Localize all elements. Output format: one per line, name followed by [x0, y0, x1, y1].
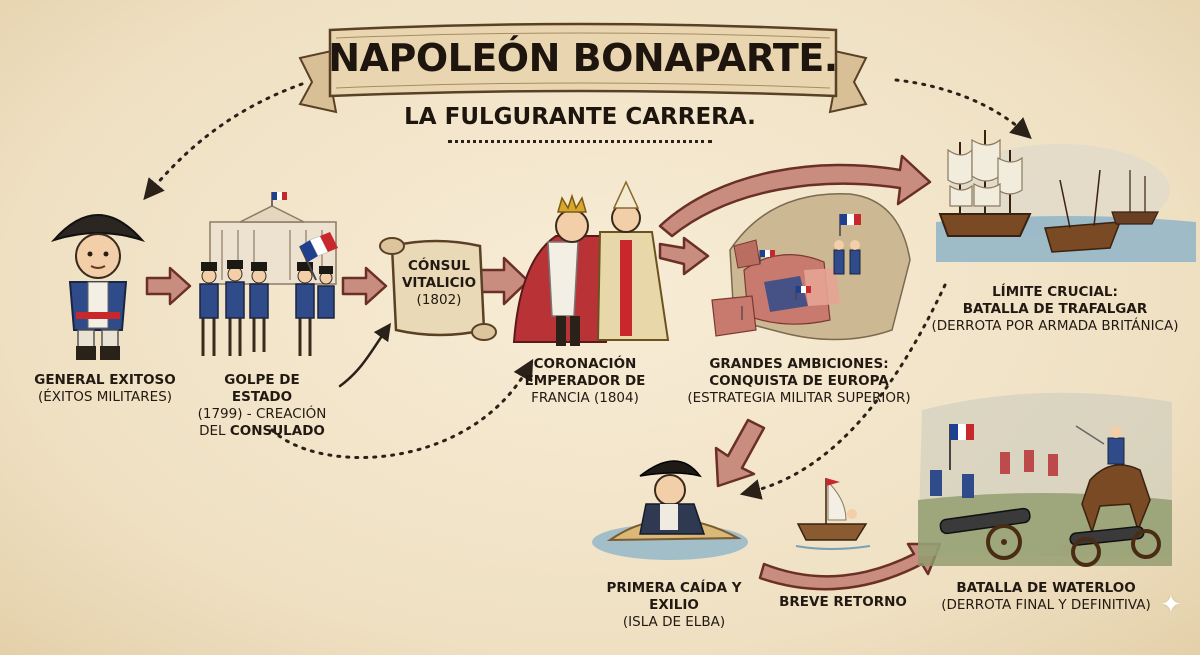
label-consul-line-1: CÓNSUL	[408, 258, 470, 274]
label-coronacion-line-1: CORONACIÓN	[533, 356, 637, 372]
europe-map	[711, 193, 911, 341]
dotted-arrow-banner-to-trafalgar	[894, 78, 1032, 140]
dotted-arrow-trafalgar-to-exilio	[739, 283, 947, 500]
arrow-golpe-to-consul	[341, 266, 388, 306]
label-golpe: GOLPE DE ESTADO (1799) - CREACIÓN DEL CO…	[192, 372, 332, 440]
label-exilio-title: PRIMERA CAÍDA Y EXILIO	[606, 580, 742, 613]
label-general-detail: (ÉXITOS MILITARES)	[37, 389, 173, 405]
dotted-arrow-golpe-to-coronacion	[270, 358, 534, 459]
label-golpe-detail-2: DEL CONSULADO	[192, 423, 332, 440]
label-trafalgar-detail: (DERROTA POR ARMADA BRITÁNICA)	[931, 318, 1179, 334]
coronation-illustration	[512, 180, 670, 346]
arrow-coronacion-to-trafalgar	[658, 154, 932, 238]
label-general: GENERAL EXITOSO (ÉXITOS MILITARES)	[30, 372, 180, 406]
curve-arrow-golpe-to-consul	[338, 322, 392, 388]
page-title: NAPOLEÓN BONAPARTE.	[328, 36, 838, 80]
label-coronacion: CORONACIÓN EMPERADOR DE FRANCIA (1804)	[520, 356, 650, 407]
label-trafalgar: LÍMITE CRUCIAL: BATALLA DE TRAFALGAR (DE…	[930, 284, 1180, 335]
label-ambiciones-line-1: GRANDES AMBICIONES:	[709, 356, 889, 372]
boat-illustration	[795, 478, 871, 550]
golpe-illustration	[199, 192, 338, 356]
general-illustration	[50, 214, 146, 360]
label-golpe-detail-2-bold: CONSULADO	[229, 423, 325, 439]
consul-scroll	[379, 237, 497, 341]
page-subtitle: LA FULGURANTE CARRERA.	[404, 104, 756, 130]
label-consul-line-3: (1802)	[416, 292, 462, 308]
label-waterloo: BATALLA DE WATERLOO (DERROTA FINAL Y DEF…	[936, 580, 1156, 614]
arrow-coronacion-to-ambiciones	[658, 236, 710, 276]
label-ambiciones-detail: (ESTRATEGIA MILITAR SUPERIOR)	[687, 390, 911, 406]
label-consul: CÓNSUL VITALICIO (1802)	[396, 258, 482, 309]
label-exilio-detail: (ISLA DE ELBA)	[622, 614, 726, 630]
label-waterloo-title: BATALLA DE WATERLOO	[956, 580, 1136, 596]
title-banner	[298, 22, 868, 114]
label-exilio: PRIMERA CAÍDA Y EXILIO (ISLA DE ELBA)	[584, 580, 764, 631]
label-golpe-detail-1: (1799) - CREACIÓN	[197, 406, 327, 422]
arrow-general-to-golpe	[145, 266, 192, 306]
label-coronacion-line-3: FRANCIA (1804)	[531, 390, 639, 406]
arrow-exilio-to-waterloo	[758, 542, 942, 591]
trafalgar-illustration	[936, 130, 1196, 262]
label-retorno-title: BREVE RETORNO	[779, 594, 907, 610]
sparkle-icon: ✦	[1160, 590, 1182, 620]
label-coronacion-line-2: EMPERADOR DE	[524, 373, 646, 389]
dotted-connectors	[143, 78, 1032, 500]
label-golpe-detail-2-prefix: DEL	[199, 423, 230, 439]
label-consul-line-2: VITALICIO	[401, 275, 477, 291]
subtitle-underline	[448, 140, 712, 143]
flow-arrows	[145, 154, 942, 591]
label-golpe-title: GOLPE DE ESTADO	[224, 372, 300, 405]
label-trafalgar-line-2: BATALLA DE TRAFALGAR	[962, 301, 1148, 317]
dotted-arrow-banner-to-general	[143, 82, 304, 201]
label-general-title: GENERAL EXITOSO	[34, 372, 176, 388]
label-ambiciones-line-2: CONQUISTA DE EUROPA	[709, 373, 889, 389]
label-retorno: BREVE RETORNO	[778, 594, 908, 611]
label-trafalgar-line-1: LÍMITE CRUCIAL:	[992, 284, 1118, 300]
arrow-ambiciones-to-exilio	[714, 418, 766, 488]
waterloo-illustration	[918, 392, 1172, 567]
label-ambiciones: GRANDES AMBICIONES: CONQUISTA DE EUROPA …	[684, 356, 914, 407]
exilio-illustration	[592, 460, 748, 560]
label-waterloo-detail: (DERROTA FINAL Y DEFINITIVA)	[941, 597, 1151, 613]
